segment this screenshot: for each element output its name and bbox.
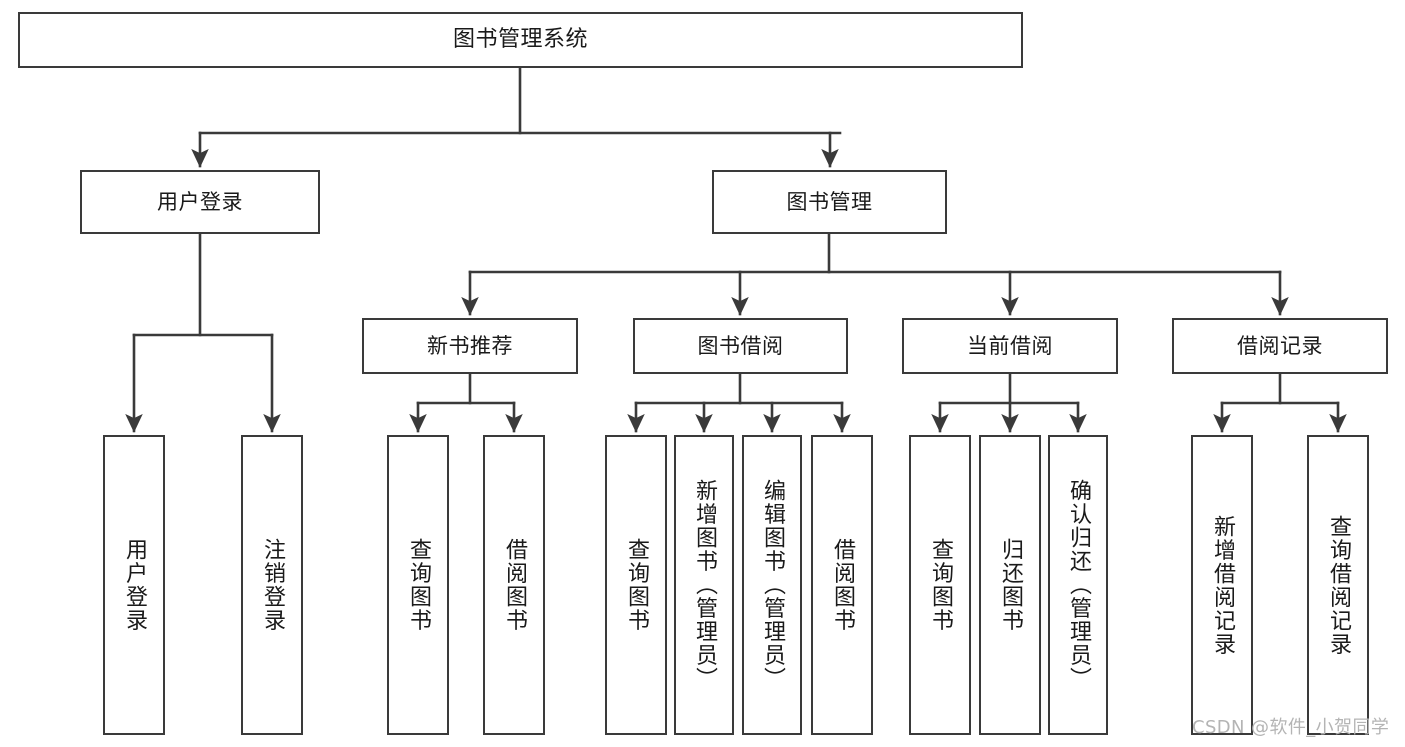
- node-book-management[interactable]: 图书管理: [712, 170, 947, 234]
- node-label: 借阅图书: [502, 538, 527, 632]
- node-label: 注销登录: [260, 538, 285, 632]
- node-label: 用户登录: [122, 538, 147, 632]
- node-label: 查询图书: [928, 538, 953, 632]
- node-label: 确认归还（管理员）: [1066, 479, 1091, 691]
- node-user-login[interactable]: 用户登录: [80, 170, 320, 234]
- leaf-query-borrow-record[interactable]: 查询借阅记录: [1307, 435, 1369, 735]
- node-root-book-management-system[interactable]: 图书管理系统: [18, 12, 1023, 68]
- leaf-logout-login[interactable]: 注销登录: [241, 435, 303, 735]
- leaf-return-book[interactable]: 归还图书: [979, 435, 1041, 735]
- node-label: 新增图书（管理员）: [692, 479, 717, 691]
- node-label: 图书管理: [786, 189, 873, 214]
- node-label: 查询图书: [624, 538, 649, 632]
- leaf-query-book-current[interactable]: 查询图书: [909, 435, 971, 735]
- csdn-watermark: CSDN @软件_小贺同学: [1192, 717, 1390, 738]
- leaf-borrow-book-new-book[interactable]: 借阅图书: [483, 435, 545, 735]
- node-label: 用户登录: [157, 189, 243, 214]
- leaf-edit-book-admin[interactable]: 编辑图书（管理员）: [742, 435, 802, 735]
- node-book-borrow[interactable]: 图书借阅: [633, 318, 848, 374]
- node-label: 当前借阅: [967, 333, 1053, 358]
- node-label: 新书推荐: [427, 333, 513, 358]
- leaf-query-book-borrow[interactable]: 查询图书: [605, 435, 667, 735]
- node-label: 查询借阅记录: [1326, 514, 1351, 656]
- leaf-add-book-admin[interactable]: 新增图书（管理员）: [674, 435, 734, 735]
- node-current-borrow[interactable]: 当前借阅: [902, 318, 1118, 374]
- leaf-query-book-new-book[interactable]: 查询图书: [387, 435, 449, 735]
- node-label: 编辑图书（管理员）: [760, 479, 785, 691]
- node-label: 归还图书: [998, 538, 1023, 632]
- node-label: 新增借阅记录: [1210, 514, 1235, 656]
- leaf-add-borrow-record[interactable]: 新增借阅记录: [1191, 435, 1253, 735]
- node-label: 查询图书: [406, 538, 431, 632]
- node-borrow-record[interactable]: 借阅记录: [1172, 318, 1388, 374]
- leaf-user-login[interactable]: 用户登录: [103, 435, 165, 735]
- leaf-confirm-return-admin[interactable]: 确认归还（管理员）: [1048, 435, 1108, 735]
- node-label: 借阅图书: [830, 538, 855, 632]
- node-label: 图书管理系统: [452, 27, 588, 53]
- node-new-book-recommend[interactable]: 新书推荐: [362, 318, 578, 374]
- leaf-borrow-book-borrow[interactable]: 借阅图书: [811, 435, 873, 735]
- node-label: 图书借阅: [697, 333, 784, 358]
- node-label: 借阅记录: [1237, 333, 1323, 358]
